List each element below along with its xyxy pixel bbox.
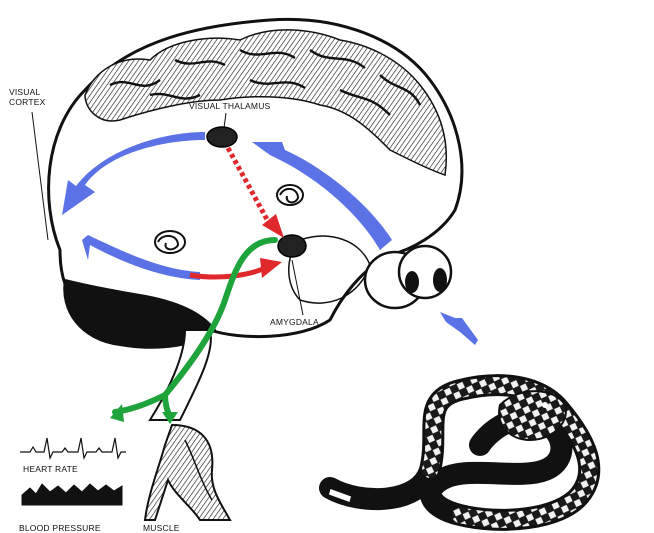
left-pupil [405, 271, 419, 293]
blood-pressure-trace [22, 484, 122, 505]
rattlesnake-illustration [328, 385, 589, 520]
leg-muscle-illustration [145, 425, 230, 520]
blood-pressure-label: BLOOD PRESSURE [19, 523, 101, 533]
amygdala-node [278, 235, 306, 257]
heart-rate-label: HEART RATE [23, 464, 78, 474]
amygdala-label: AMYGDALA [270, 317, 319, 327]
visual-thalamus-label: VISUAL THALAMUS [189, 101, 270, 111]
visual-cortex-pointer [32, 112, 48, 240]
green-arrowhead-heart [110, 404, 124, 422]
right-pupil [433, 268, 447, 292]
snake-eye [542, 402, 548, 408]
visual-thalamus-node [207, 127, 237, 147]
heart-rate-trace [20, 438, 126, 458]
visual-cortex-label: VISUAL CORTEX [9, 87, 45, 107]
muscle-label: MUSCLE [143, 523, 180, 533]
brain-illustration [32, 19, 462, 420]
blue-arrow-incoming-stimulus [440, 312, 478, 345]
